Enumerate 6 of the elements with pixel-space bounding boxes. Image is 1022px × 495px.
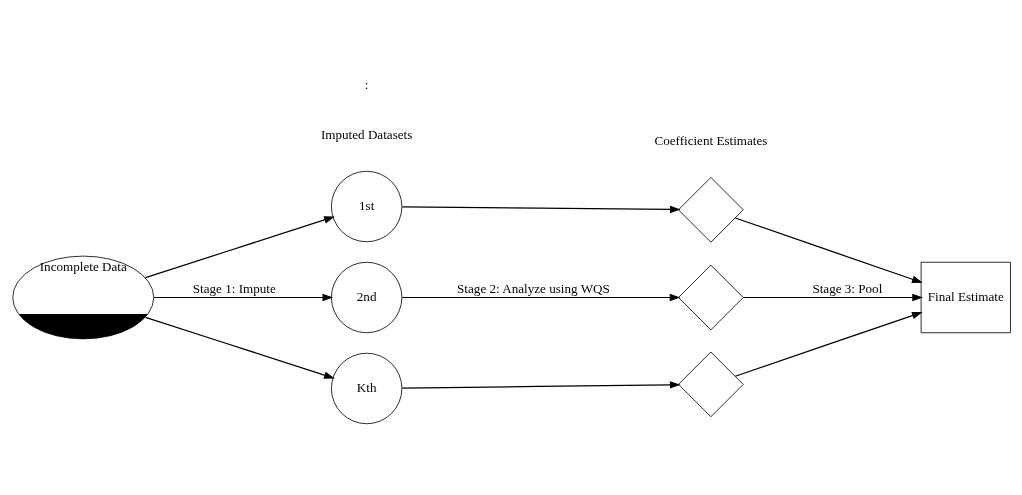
label: : — [364, 77, 368, 93]
label: Coefficient Estimates — [653, 132, 767, 148]
edge-label: Stage 1: Impute — [192, 281, 276, 297]
label: Imputed Datasets — [320, 127, 412, 143]
edge-label: Stage 3: Pool — [811, 281, 882, 297]
edge-label: Stage 2: Analyze using WQS — [456, 281, 610, 297]
